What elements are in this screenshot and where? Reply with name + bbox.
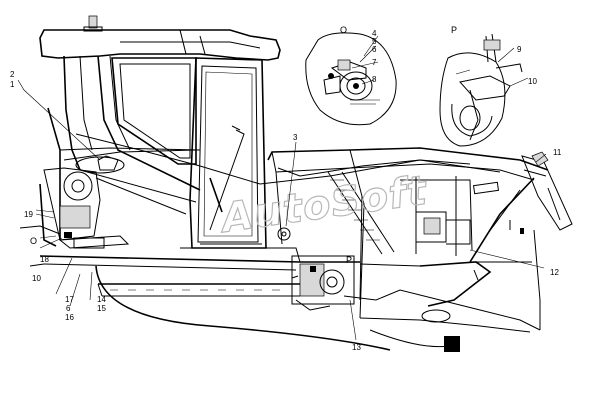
callout-4: 4: [372, 29, 377, 38]
detail-p-title: P: [451, 25, 457, 35]
callout-11: 11: [553, 148, 562, 157]
callout-5: 5: [372, 37, 377, 46]
detail-o-title: O: [340, 25, 347, 35]
callout-6-main: 6: [66, 304, 71, 313]
callout-10: 10: [32, 274, 41, 283]
item-3-part: [277, 227, 291, 241]
section-mark-o: O: [30, 236, 37, 246]
callout-2: 2: [10, 70, 15, 79]
watermark-text: AutoSoft: [216, 167, 431, 242]
callout-7: 7: [372, 58, 377, 67]
callout-13: 13: [352, 343, 361, 352]
callout-16: 16: [65, 313, 74, 322]
rear-hood: [75, 133, 573, 352]
callout-6: 6: [372, 45, 377, 54]
callout-3: 3: [293, 133, 298, 142]
callout-numbers: O P 4 5 6 7 8 9 10 2 1 3 11 12 13 19 18 …: [10, 25, 562, 352]
leader-lines: [17, 35, 547, 341]
callout-1: 1: [10, 80, 15, 89]
callout-10-detail: 10: [528, 77, 537, 86]
callout-17: 17: [65, 295, 74, 304]
callout-19: 19: [24, 210, 33, 219]
callout-18: 18: [40, 255, 49, 264]
section-p-mount: [291, 255, 355, 311]
detail-view-p: [439, 33, 523, 147]
callout-14: 14: [97, 295, 106, 304]
section-mark-p: P: [346, 255, 352, 265]
machine-body: [19, 15, 391, 351]
callout-8: 8: [372, 75, 377, 84]
detail-view-o: [305, 32, 397, 126]
callout-12: 12: [550, 268, 559, 277]
callout-9: 9: [517, 45, 522, 54]
callout-15: 15: [97, 304, 106, 313]
